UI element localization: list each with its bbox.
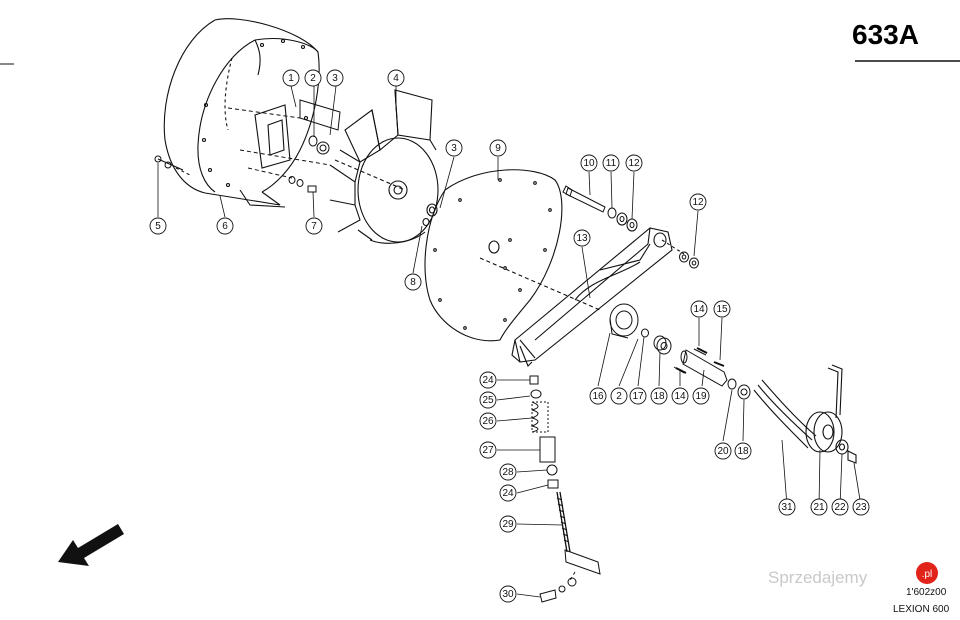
callout-6: 6 [216, 217, 234, 235]
callout-number: 5 [155, 221, 161, 232]
callout-number: 14 [693, 304, 705, 315]
bearing-shaft-group [609, 303, 751, 400]
callout-24: 24 [479, 371, 497, 389]
callout-number: 14 [674, 391, 686, 402]
callout-3: 3 [326, 69, 344, 87]
callout-number: 12 [628, 158, 640, 169]
callout-7: 7 [305, 217, 323, 235]
callout-number: 31 [781, 502, 793, 513]
callout-24: 24 [499, 484, 517, 502]
callout-12: 12 [689, 193, 707, 211]
callout-31: 31 [778, 498, 796, 516]
callout-26: 26 [479, 412, 497, 430]
callout-1: 1 [282, 69, 300, 87]
callout-5: 5 [149, 217, 167, 235]
callout-21: 21 [810, 498, 828, 516]
callout-23: 23 [852, 498, 870, 516]
pulley-and-belt [753, 364, 857, 464]
callout-14: 14 [690, 300, 708, 318]
callout-18: 18 [650, 387, 668, 405]
callout-number: 12 [692, 197, 704, 208]
callout-number: 26 [482, 416, 494, 427]
callout-number: 24 [502, 488, 514, 499]
callout-number: 11 [606, 158, 617, 169]
callout-number: 29 [502, 519, 514, 530]
arrow-down-left-icon [58, 524, 124, 566]
watermark-badge [916, 562, 938, 584]
callout-16: 16 [589, 387, 607, 405]
callout-number: 7 [311, 221, 317, 232]
leader-lines [157, 85, 862, 598]
bolt-and-washers [562, 185, 699, 269]
callout-4: 4 [387, 69, 405, 87]
support-arm [511, 227, 685, 367]
callout-number: 19 [695, 391, 707, 402]
callout-number: 24 [482, 375, 494, 386]
tension-rod-assembly [529, 375, 601, 603]
callout-number: 8 [410, 277, 416, 288]
callout-number: 9 [495, 143, 501, 154]
callout-number: 20 [717, 446, 729, 457]
callout-number: 3 [451, 143, 457, 154]
callout-3: 3 [445, 139, 463, 157]
callout-number: 3 [332, 73, 338, 84]
callout-number: 2 [310, 73, 316, 84]
callout-number: 2 [616, 391, 622, 402]
callout-2: 2 [610, 387, 628, 405]
callout-18: 18 [734, 442, 752, 460]
callout-number: 21 [813, 502, 825, 513]
callout-number: 4 [393, 73, 399, 84]
callout-28: 28 [499, 463, 517, 481]
cover-plate [424, 169, 601, 342]
callout-19: 19 [692, 387, 710, 405]
callout-14: 14 [671, 387, 689, 405]
page-number-box: 633A [852, 19, 960, 62]
callout-12: 12 [625, 154, 643, 172]
callout-27: 27 [479, 441, 497, 459]
callout-15: 15 [713, 300, 731, 318]
callout-10: 10 [580, 154, 598, 172]
callout-13: 13 [573, 229, 591, 247]
drawing-code: 1'602z00 [906, 587, 947, 598]
callout-number: 27 [482, 445, 494, 456]
callout-number: 18 [737, 446, 749, 457]
callout-number: 28 [502, 467, 514, 478]
callout-20: 20 [714, 442, 732, 460]
callout-number: 6 [222, 221, 228, 232]
callout-9: 9 [489, 139, 507, 157]
fan-housing [163, 18, 320, 208]
watermark-text: Sprzedajemy [768, 568, 868, 587]
callout-number: 16 [592, 391, 604, 402]
callout-2: 2 [304, 69, 322, 87]
model-label: LEXION 600 [893, 604, 950, 615]
callout-number: 13 [576, 233, 588, 244]
callout-29: 29 [499, 515, 517, 533]
page-number: 633A [852, 19, 919, 50]
watermark: Sprzedajemy .pl [768, 562, 938, 587]
callout-25: 25 [479, 391, 497, 409]
watermark-badge-text: .pl [922, 569, 933, 580]
callout-number: 22 [834, 502, 846, 513]
callout-number: 10 [583, 158, 595, 169]
callout-17: 17 [629, 387, 647, 405]
callout-number: 18 [653, 391, 665, 402]
callout-number: 17 [632, 391, 644, 402]
callout-number: 23 [855, 502, 867, 513]
fan-impeller [329, 89, 439, 244]
bracket-assembly [154, 99, 341, 193]
callout-30: 30 [499, 585, 517, 603]
callout-11: 11 [602, 154, 620, 172]
callout-number: 25 [482, 395, 494, 406]
callout-number: 1 [288, 73, 294, 84]
callout-8: 8 [404, 273, 422, 291]
callout-22: 22 [831, 498, 849, 516]
callout-number: 30 [502, 589, 514, 600]
callout-number: 15 [716, 304, 728, 315]
